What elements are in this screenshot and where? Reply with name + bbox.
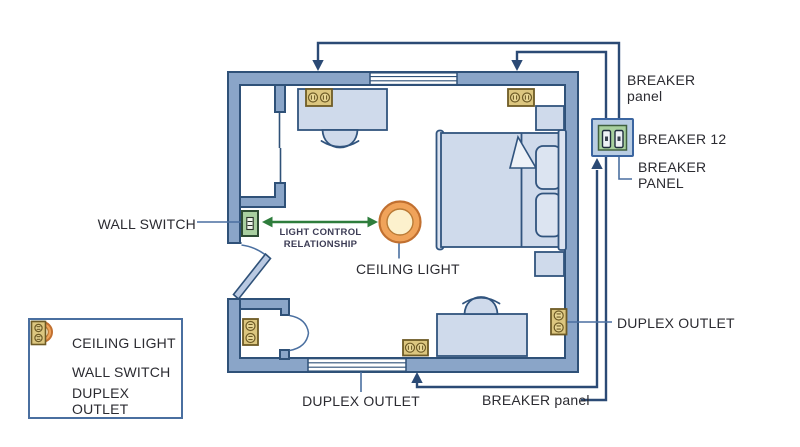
breaker-panel-right-label: BREAKER PANEL xyxy=(638,159,707,192)
duplex-outlet-top-right xyxy=(507,88,535,107)
light-control-arrow xyxy=(262,216,378,228)
bed xyxy=(435,129,567,251)
chair-bottom xyxy=(462,296,501,315)
duplex-outlet-nook xyxy=(242,318,259,346)
duplex-outlet-bottom-label: DUPLEX OUTLET xyxy=(302,393,420,409)
ceiling-light-icon xyxy=(378,200,422,244)
leader-lines xyxy=(197,157,632,392)
desk-bottom xyxy=(436,313,528,357)
legend-label: CEILING LIGHT xyxy=(72,334,176,351)
breaker-panel-icon xyxy=(591,118,634,157)
duplex-outlet-desk-top xyxy=(305,88,333,107)
legend: CEILING LIGHT WALL SWITCH xyxy=(28,318,183,419)
closet-walls xyxy=(239,84,286,208)
light-control-relationship-label: LIGHT CONTROL RELATIONSHIP xyxy=(279,227,362,250)
legend-item-duplex-outlet: DUPLEX OUTLET xyxy=(30,320,181,417)
nook-walls xyxy=(239,298,310,360)
duplex-outlet-right-wall xyxy=(550,308,568,336)
chair-top xyxy=(320,129,360,149)
legend-item-wall-switch: WALL SWITCH xyxy=(30,320,181,386)
breaker-panel-bottom-label: BREAKER panel xyxy=(482,392,590,408)
legend-label: WALL SWITCH xyxy=(72,363,171,380)
duplex-outlet-right-label: DUPLEX OUTLET xyxy=(617,315,735,331)
breaker-12-label: BREAKER 12 xyxy=(638,131,727,147)
wall-switch-icon xyxy=(241,210,259,237)
ceiling-light-label: CEILING LIGHT xyxy=(356,261,460,277)
wall-switch-label: WALL SWITCH xyxy=(97,215,196,232)
window-top xyxy=(369,72,458,86)
nightstand-top xyxy=(535,105,565,131)
wire-breaker-to-bottom-wall xyxy=(411,158,603,389)
breaker-panel-top-label: BREAKER panel xyxy=(627,72,696,105)
desk-top xyxy=(297,88,388,131)
wire-breaker-to-top-wall-right xyxy=(511,50,608,402)
duplex-outlet-bottom-wall xyxy=(402,339,429,357)
window-bottom xyxy=(307,357,407,372)
nightstand-bottom xyxy=(534,251,565,277)
wire-breaker-to-top-wall-left xyxy=(312,41,621,135)
legend-item-ceiling-light: CEILING LIGHT xyxy=(31,321,181,357)
entry-door xyxy=(232,244,272,301)
legend-label: DUPLEX OUTLET xyxy=(72,384,130,417)
